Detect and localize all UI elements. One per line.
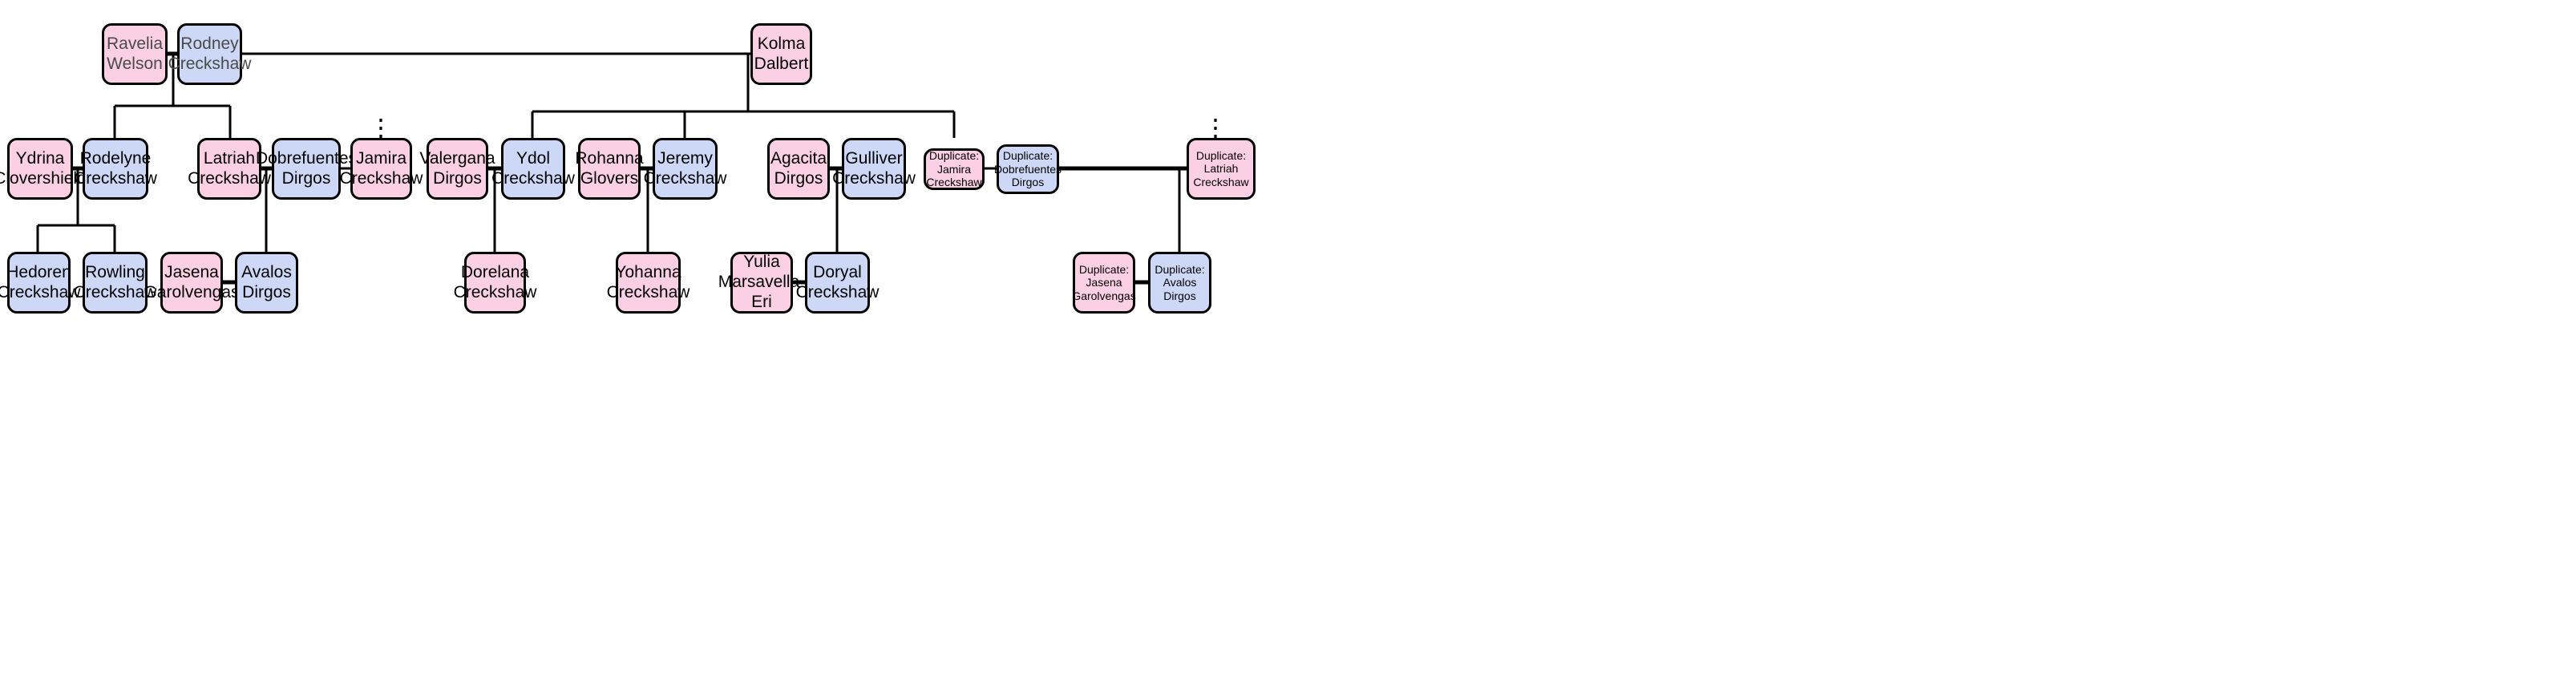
person-dobrefuentes-dirgos[interactable]: Dobrefuentes Dirgos bbox=[256, 138, 357, 200]
person-ravelia-welson[interactable]: Ravelia Welson bbox=[102, 23, 168, 85]
person-rodney-creckshaw[interactable]: Rodney Creckshaw bbox=[168, 23, 251, 85]
person-ydrina-clovershield[interactable]: Ydrina Clovershield bbox=[0, 138, 87, 200]
person-duplicate-jasena-garolvengas[interactable]: Duplicate: Jasena Garolvengas bbox=[1072, 252, 1136, 314]
person-jasena-garolvengas[interactable]: Jasena Garolvengas bbox=[144, 252, 240, 314]
person-agacita-dirgos[interactable]: Agacita Dirgos bbox=[767, 138, 830, 200]
person-jeremy-creckshaw[interactable]: Jeremy Creckshaw bbox=[644, 138, 726, 200]
person-gulliver-creckshaw[interactable]: Gulliver Creckshaw bbox=[832, 138, 916, 200]
person-latriah-creckshaw[interactable]: Latriah Creckshaw bbox=[188, 138, 271, 200]
person-yulia-marsavella-eri[interactable]: Yulia Marsavella- Eri bbox=[718, 252, 805, 314]
person-rohanna-glovers[interactable]: Rohanna Glovers bbox=[575, 138, 644, 200]
person-yohanna-creckshaw[interactable]: Yohanna Creckshaw bbox=[607, 252, 689, 314]
person-ydol-creckshaw[interactable]: Ydol Creckshaw bbox=[491, 138, 575, 200]
person-rodelyne-creckshaw[interactable]: Rodelyne Creckshaw bbox=[74, 138, 157, 200]
person-duplicate-avalos-dirgos[interactable]: Duplicate: Avalos Dirgos bbox=[1148, 252, 1211, 314]
person-doryal-creckshaw[interactable]: Doryal Creckshaw bbox=[796, 252, 879, 314]
person-dorelana-creckshaw[interactable]: Dorelana Creckshaw bbox=[454, 252, 536, 314]
person-valergana-dirgos[interactable]: Valergana Dirgos bbox=[419, 138, 495, 200]
person-kolma-dalbert[interactable]: Kolma Dalbert bbox=[750, 23, 812, 85]
person-rowling-creckshaw[interactable]: Rowling Creckshaw bbox=[74, 252, 156, 314]
person-duplicate-dobrefuentes-dirgos[interactable]: Duplicate: Dobrefuentes Dirgos bbox=[994, 144, 1062, 194]
person-avalos-dirgos[interactable]: Avalos Dirgos bbox=[235, 252, 298, 314]
person-hedoren-creckshaw[interactable]: Hedoren Creckshaw bbox=[0, 252, 80, 314]
person-duplicate-latriah-creckshaw[interactable]: Duplicate: Latriah Creckshaw bbox=[1187, 138, 1256, 200]
person-duplicate-jamira-creckshaw[interactable]: Duplicate: Jamira Creckshaw bbox=[924, 148, 985, 190]
person-jamira-creckshaw[interactable]: Jamira Creckshaw bbox=[340, 138, 423, 200]
